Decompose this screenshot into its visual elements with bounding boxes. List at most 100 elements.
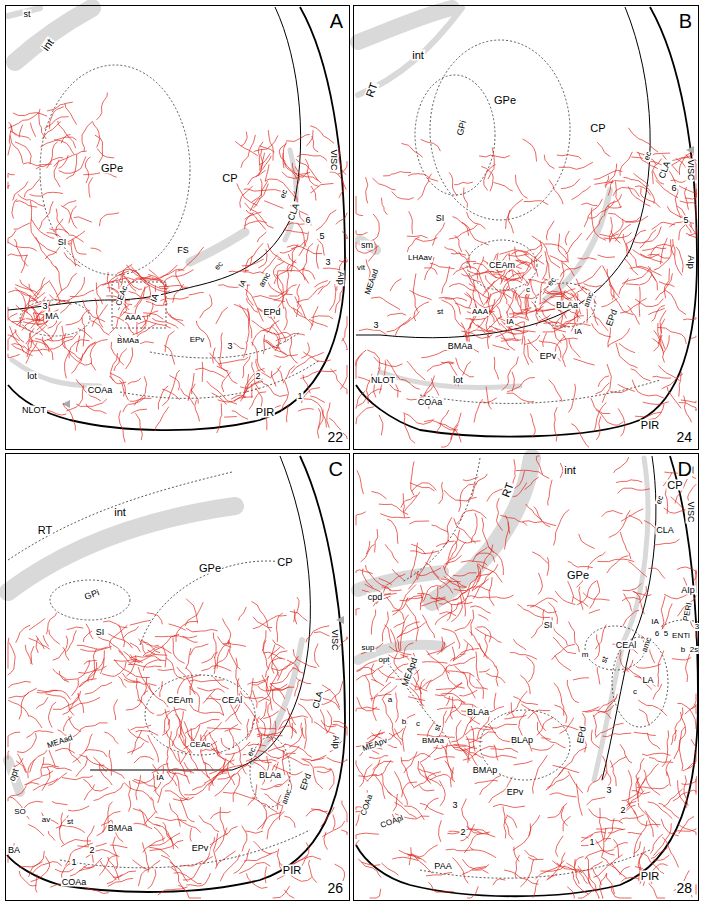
region-label: BLAa <box>466 708 490 717</box>
region-label: RT <box>37 525 53 536</box>
region-label: CP <box>666 480 683 491</box>
region-label: EPv <box>189 336 206 344</box>
region-label: b <box>680 646 686 654</box>
axon-fiber <box>442 234 601 367</box>
region-label: BA <box>7 846 21 855</box>
region-label: IA <box>505 318 515 326</box>
region-label: COApl <box>379 814 406 830</box>
region-label: CLA <box>655 526 675 535</box>
region-label: 1 <box>588 838 595 847</box>
region-label: ec <box>212 259 225 272</box>
region-label: 1 <box>70 858 77 867</box>
region-label: CEAm <box>166 696 194 705</box>
region-label: CLA <box>311 689 325 710</box>
region-label: BMAa <box>107 824 134 833</box>
region-label: c <box>415 720 421 728</box>
region-label: 6 <box>654 630 660 638</box>
axon-fiber <box>8 273 92 378</box>
region-label: NLOT <box>21 406 47 415</box>
region-label: BLAa <box>258 771 282 780</box>
region-label: 3 <box>324 258 331 267</box>
tract-band <box>432 458 532 602</box>
layer-line <box>420 850 650 878</box>
region-label: CEAc <box>189 741 211 749</box>
region-label: RT <box>364 80 380 99</box>
axon-fiber <box>8 598 347 899</box>
tract-band <box>380 372 520 387</box>
region-label: 2 <box>459 828 466 837</box>
region-label: BMAa <box>447 342 474 351</box>
region-label: VISC <box>686 158 695 181</box>
region-label: a <box>387 696 393 704</box>
region-label: CLA <box>657 159 672 180</box>
region-label: ec <box>642 150 653 163</box>
region-label: AIp <box>680 586 696 595</box>
section-number: 24 <box>676 430 692 444</box>
region-label: NLOT <box>370 376 396 385</box>
region-label: MA <box>44 312 60 321</box>
region-label: sm <box>360 241 374 250</box>
region-label: ec <box>654 494 665 507</box>
region-label: COAa <box>87 386 114 395</box>
region-label: st <box>66 818 74 826</box>
axon-fiber <box>96 247 203 333</box>
region-label: st <box>22 10 31 19</box>
region-label: 5 <box>682 216 689 225</box>
region-label: amc <box>582 291 595 310</box>
region-label: IA <box>650 618 660 626</box>
axon-fiber <box>356 139 697 447</box>
region-label: GPe <box>198 563 222 574</box>
region-label: AIp <box>686 254 695 270</box>
region-label: CEAl <box>615 641 638 650</box>
region-label: CEAl <box>221 696 244 705</box>
axon-fiber <box>584 128 697 344</box>
nucleus-outline <box>40 65 190 275</box>
figure-panel: B 24 <box>353 5 699 450</box>
region-label: COAa <box>61 878 88 887</box>
region-label: EPd <box>262 308 281 317</box>
panel-letter: A <box>330 11 343 31</box>
pial-surface <box>356 7 697 437</box>
panel-letter: D <box>678 459 692 479</box>
region-label: 2s <box>689 646 699 654</box>
region-label: VISC <box>686 500 695 523</box>
region-label: PAA <box>433 862 452 871</box>
marker-triangle <box>336 616 344 624</box>
region-label: 6 <box>304 216 311 225</box>
region-label: COAa <box>359 792 375 817</box>
region-label: LHAav <box>407 254 433 262</box>
region-label: IA <box>573 328 583 336</box>
axon-fiber <box>356 456 697 898</box>
region-label: lot <box>26 372 38 381</box>
region-label: 2 <box>88 846 95 855</box>
region-label: SI <box>435 214 446 223</box>
boundary-line <box>602 456 656 780</box>
boundary-line <box>8 7 301 310</box>
region-label: 1 <box>296 392 303 401</box>
tract-band <box>594 458 648 780</box>
boundary-line <box>356 7 650 338</box>
region-label: ENTl <box>671 632 691 640</box>
region-label: BLAp <box>510 736 534 745</box>
nucleus-outline <box>415 75 495 195</box>
region-label: PIR <box>640 871 660 882</box>
region-label: int <box>113 507 127 518</box>
region-label: vit <box>356 264 366 272</box>
region-label: 5 <box>318 232 325 241</box>
panel-letter: B <box>679 11 692 31</box>
region-label: EPv <box>506 788 525 797</box>
region-label: CP <box>221 173 238 184</box>
region-label: CEAc <box>114 284 129 308</box>
region-label: PERI <box>682 601 693 623</box>
region-label: amc <box>280 788 293 807</box>
region-label: st <box>436 308 444 316</box>
region-label: PIR <box>640 420 660 431</box>
region-label: MEAad <box>45 733 74 750</box>
tract-band <box>12 360 100 386</box>
pial-surface <box>8 7 345 430</box>
region-label: opt <box>377 656 390 664</box>
region-label: CEAm <box>488 261 516 270</box>
axon-fiber <box>356 542 504 798</box>
region-label: PIR <box>255 407 275 418</box>
region-label: LA <box>641 676 654 685</box>
